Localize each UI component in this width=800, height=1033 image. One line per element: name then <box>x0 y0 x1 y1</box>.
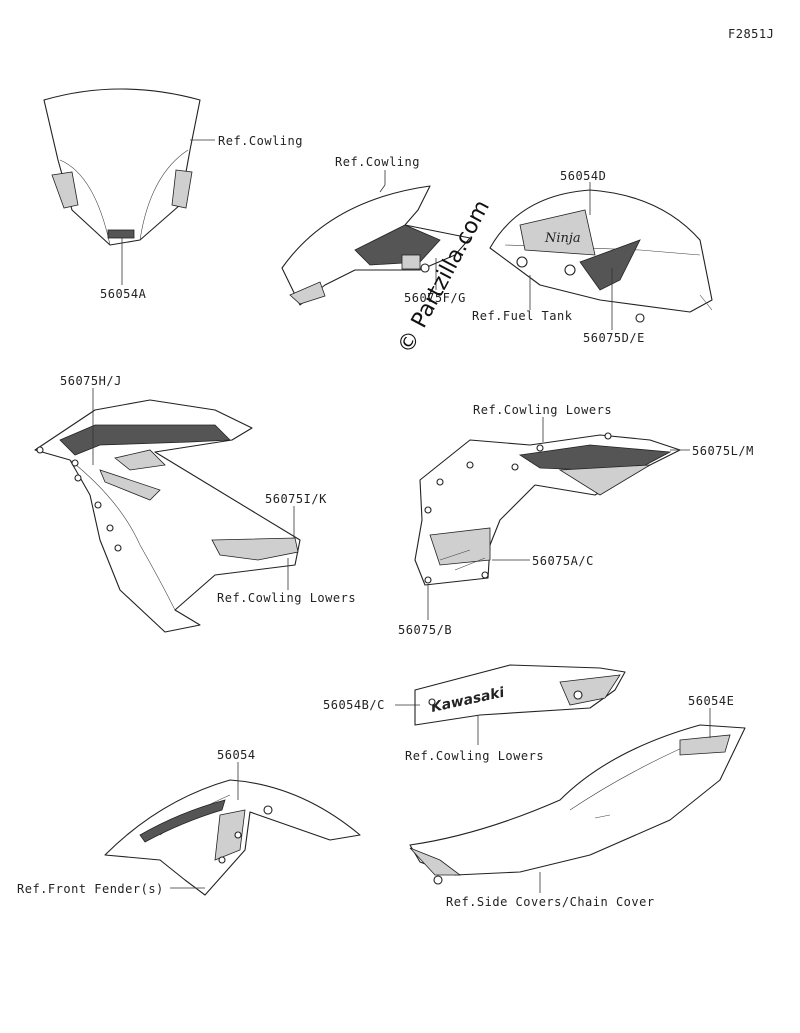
label-56054: 56054 <box>217 748 256 762</box>
label-ref-cowling-lowers-right: Ref.Cowling Lowers <box>473 403 612 417</box>
side-cover-part <box>409 724 746 885</box>
label-56075IK: 56075I/K <box>265 492 327 506</box>
windscreen-part <box>43 88 201 246</box>
kawasaki-decal-part: Kawasaki <box>414 664 626 726</box>
side-cowl-part <box>34 399 301 633</box>
label-ref-fuel-tank: Ref.Fuel Tank <box>472 309 573 323</box>
leader-ref-cowling-mid <box>379 170 386 193</box>
label-56075HJ: 56075H/J <box>60 374 122 388</box>
label-ref-cowling-top: Ref.Cowling <box>218 134 303 148</box>
label-ref-cowling-mid: Ref.Cowling <box>335 155 420 169</box>
ninja-decal: Ninja <box>544 231 581 246</box>
label-56075AC: 56075A/C <box>532 554 594 568</box>
label-ref-front-fender: Ref.Front Fender(s) <box>17 882 164 896</box>
label-ref-side-covers: Ref.Side Covers/Chain Cover <box>446 895 655 909</box>
fuel-tank-part: Ninja <box>489 189 713 323</box>
label-56075B: 56075/B <box>398 623 452 637</box>
front-fender-part <box>104 779 361 896</box>
label-56075LM: 56075L/M <box>692 444 754 458</box>
label-56054A: 56054A <box>100 287 147 301</box>
label-56075FG: 56075F/G <box>404 291 466 305</box>
label-56054D: 56054D <box>560 169 606 183</box>
label-56054E: 56054E <box>688 694 734 708</box>
label-56054BC: 56054B/C <box>323 698 385 712</box>
label-56075DE: 56075D/E <box>583 331 645 345</box>
label-ref-cowling-lowers-bottom: Ref.Cowling Lowers <box>405 749 544 763</box>
label-ref-cowling-lowers-left: Ref.Cowling Lowers <box>217 591 356 605</box>
cowling-lower-part <box>414 432 681 586</box>
figure-id: F2851J <box>728 27 774 41</box>
upper-cowl-part <box>281 185 471 306</box>
